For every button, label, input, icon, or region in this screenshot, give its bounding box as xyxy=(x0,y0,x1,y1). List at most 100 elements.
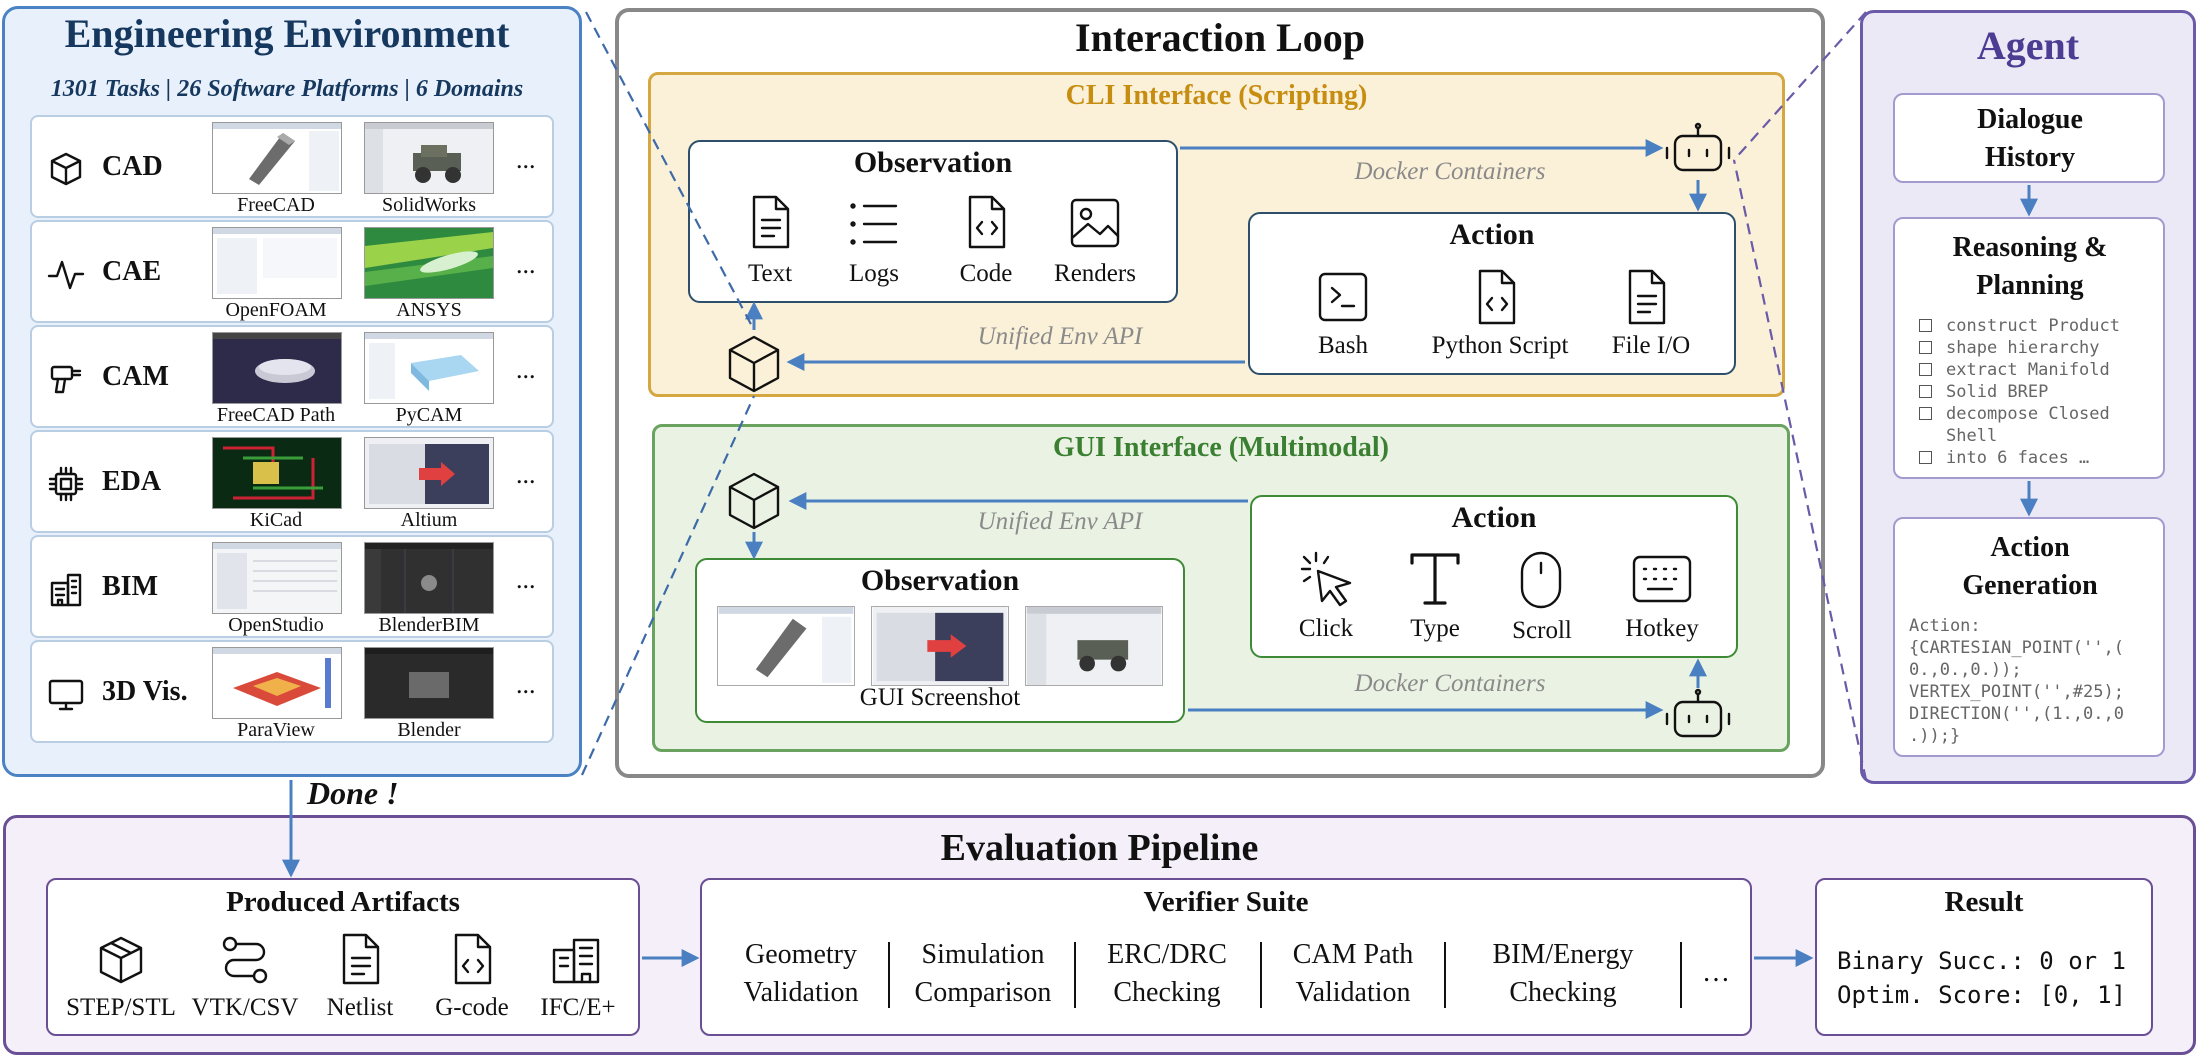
environment-subtitle: 1301 Tasks | 26 Software Platforms | 6 D… xyxy=(50,76,524,102)
mouse-scroll-icon xyxy=(1520,551,1562,609)
observation-label: Logs xyxy=(849,260,899,287)
environment-cube-icon xyxy=(728,335,780,393)
domain-name: CAE xyxy=(102,256,162,287)
python-script-icon xyxy=(1478,269,1516,325)
verifier-divider xyxy=(1444,942,1446,1008)
pycam-thumbnail xyxy=(364,332,494,404)
domain-name: CAM xyxy=(102,361,169,392)
action-generation-box: Action Generation Action: {CARTESIAN_POI… xyxy=(1893,517,2165,757)
openstudio-thumbnail xyxy=(212,542,342,614)
gui-observation-title: Observation xyxy=(860,564,1020,597)
cli-observation-box: Observation Text Logs Code Renders xyxy=(688,140,1178,303)
text-file-icon xyxy=(752,195,790,249)
result-metrics: Binary Succ.: 0 or 1 Optim. Score: [0, 1… xyxy=(1837,944,2137,1012)
result-binary-success: Binary Succ.: 0 or 1 xyxy=(1837,947,2126,975)
artifact-label: Netlist xyxy=(326,994,394,1021)
produced-artifacts-box: Produced Artifacts STEP/STL VTK/CSV Netl… xyxy=(46,878,640,1036)
more-software: ... xyxy=(516,670,536,699)
kicad-thumbnail xyxy=(212,437,342,509)
gui-docker-label: Docker Containers xyxy=(1354,670,1546,697)
click-cursor-icon xyxy=(1300,551,1352,607)
verifier-more: … xyxy=(1702,957,1730,988)
monitor-icon xyxy=(48,679,84,711)
more-software: ... xyxy=(516,355,536,384)
cube-icon xyxy=(50,152,82,186)
robot-icon xyxy=(1665,122,1731,172)
domain-name: CAD xyxy=(102,151,163,182)
cli-action-box: Action Bash Python Script File I/O xyxy=(1248,212,1736,375)
code-line: Action: xyxy=(1909,616,1981,636)
agent-title: Agent xyxy=(1976,23,2080,68)
observation-label: Text xyxy=(747,260,793,287)
cli-action-title: Action xyxy=(1449,218,1535,251)
software-label: KiCad xyxy=(249,509,303,531)
code-line: .));} xyxy=(1909,726,1961,746)
gui-observation-box: Observation GUI Screenshot xyxy=(695,558,1185,723)
domain-row-bim: BIM OpenStudio BlenderBIM ... xyxy=(30,535,554,638)
verifier-suite-title: Verifier Suite xyxy=(1143,886,1309,918)
gui-api-label: Unified Env API xyxy=(977,508,1143,535)
result-optim-score: Optim. Score: [0, 1] xyxy=(1837,981,2126,1009)
building-icon xyxy=(552,938,600,984)
screenshot-thumbnail-cad xyxy=(717,606,855,686)
observation-label: Renders xyxy=(1054,260,1136,287)
verifier-divider xyxy=(1680,942,1682,1008)
dialogue-history-label: Dialogue History xyxy=(1977,104,2083,173)
domain-row-3d-vis: 3D Vis. ParaView Blender ... xyxy=(30,640,554,743)
artifact-label: STEP/STL xyxy=(66,994,176,1021)
more-software: ... xyxy=(516,460,536,489)
image-render-icon xyxy=(1070,198,1120,248)
action-label: Python Script xyxy=(1431,332,1569,359)
software-label: Blender xyxy=(397,719,461,741)
software-label: PyCAM xyxy=(395,404,463,426)
code-line: VERTEX_POINT('',#25); xyxy=(1909,682,2124,702)
terminal-icon xyxy=(1318,272,1368,322)
netlist-file-icon xyxy=(342,933,380,985)
software-label: SolidWorks xyxy=(382,194,476,216)
done-label: Done ! xyxy=(307,775,399,811)
code-file-icon xyxy=(968,195,1006,249)
result-title: Result xyxy=(1944,886,2024,918)
action-label: File I/O xyxy=(1611,332,1691,359)
verifier-divider xyxy=(888,942,890,1008)
freecad-path-thumbnail xyxy=(212,332,342,404)
action-label: Click xyxy=(1298,615,1354,642)
software-label: FreeCAD xyxy=(237,194,315,216)
plan-item: construct Product xyxy=(1919,315,2159,337)
freecad-thumbnail xyxy=(212,122,342,194)
route-flow-icon xyxy=(222,936,268,984)
gcode-file-icon xyxy=(454,933,492,985)
artifact-label: G-code xyxy=(435,994,509,1021)
building-icon xyxy=(50,573,82,607)
type-text-icon xyxy=(1410,553,1460,605)
more-software: ... xyxy=(516,565,536,594)
plan-item: shape hierarchy xyxy=(1919,337,2159,359)
plan-item: decompose Closed xyxy=(1919,403,2159,425)
domain-row-cad: CAD FreeCAD SolidWorks ... xyxy=(30,115,554,218)
plan-item: into 6 faces … xyxy=(1919,447,2159,469)
altium-thumbnail xyxy=(364,437,494,509)
verifier-divider xyxy=(1074,942,1076,1008)
cli-observation-title: Observation xyxy=(853,146,1013,179)
screenshot-thumbnail-assembly xyxy=(1025,606,1163,686)
software-label: OpenStudio xyxy=(228,614,324,636)
package-box-icon xyxy=(99,936,143,984)
environment-title: Engineering Environment xyxy=(64,11,510,56)
cli-interface-title: CLI Interface (Scripting) xyxy=(1065,80,1368,111)
domain-name: 3D Vis. xyxy=(102,676,188,707)
blender-thumbnail xyxy=(364,647,494,719)
keyboard-icon xyxy=(1632,555,1692,603)
code-line: DIRECTION('',(1.,0.,0 xyxy=(1909,704,2124,724)
ansys-thumbnail xyxy=(364,227,494,299)
action-label: Bash xyxy=(1318,332,1368,359)
evaluation-pipeline-title: Evaluation Pipeline xyxy=(940,827,1259,869)
gui-screenshot-label: GUI Screenshot xyxy=(859,684,1021,711)
result-box: Result Binary Succ.: 0 or 1 Optim. Score… xyxy=(1815,878,2153,1036)
plan-item: Shell xyxy=(1946,426,1998,446)
software-label: Altium xyxy=(400,509,458,531)
